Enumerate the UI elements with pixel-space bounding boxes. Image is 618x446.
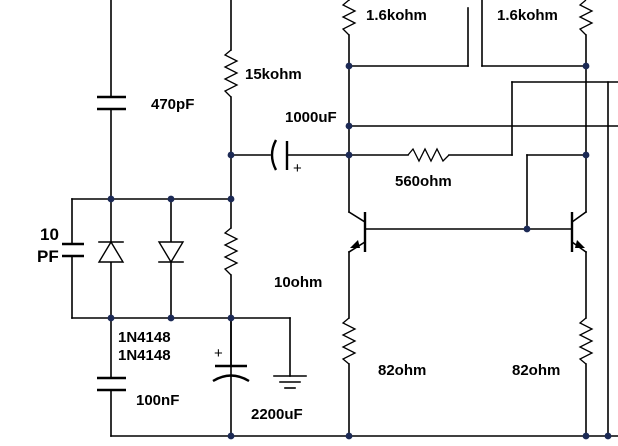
- right-collector-rail: [481, 0, 594, 213]
- label-100nf: 100nF: [136, 392, 179, 409]
- resistor-15kohm: [223, 49, 239, 98]
- label-82ohm-left: 82ohm: [378, 362, 426, 379]
- diode-1n4148-b: [157, 198, 185, 319]
- capacitor-470pf: [97, 95, 126, 111]
- label-470pf: 470pF: [151, 96, 194, 113]
- label-1k6-right: 1.6kohm: [497, 7, 558, 24]
- transistor-right: [570, 210, 588, 319]
- resistor-560ohm: [407, 147, 450, 163]
- capacitor-1000uf: [230, 139, 409, 171]
- transistor-left: [347, 210, 367, 319]
- label-15kohm: 15kohm: [245, 66, 302, 83]
- left-collector-rail: [341, 0, 618, 213]
- label-plus-1000uf: +: [293, 160, 302, 177]
- label-1n4148-b: 1N4148: [118, 347, 171, 364]
- resistor-82ohm-right: [578, 317, 594, 365]
- label-10ohm: 10ohm: [274, 274, 322, 291]
- resistor-10ohm: [223, 227, 239, 276]
- label-1k6-left: 1.6kohm: [366, 7, 427, 24]
- label-2200uf: 2200uF: [251, 406, 303, 423]
- capacitor-2200uf: [212, 317, 250, 383]
- label-1n4148-a: 1N4148: [118, 329, 171, 346]
- label-560ohm: 560ohm: [395, 173, 452, 190]
- ground-symbol: [273, 317, 307, 389]
- label-82ohm-right: 82ohm: [512, 362, 560, 379]
- label-1000uf: 1000uF: [285, 109, 337, 126]
- resistor-82ohm-left: [341, 317, 357, 365]
- capacitor-100nf: [97, 376, 126, 392]
- diode-1n4148-a: [97, 240, 125, 263]
- label-10pf-top: 10: [40, 225, 59, 244]
- capacitor-10pf: [62, 198, 112, 319]
- label-10pf-bottom: PF: [37, 247, 59, 266]
- resistor-1k6-right: [578, 0, 594, 36]
- resistor-1k6-left: [341, 0, 357, 36]
- label-plus-2200uf: +: [214, 345, 223, 362]
- junction-dots: [107, 62, 612, 440]
- middle-rail: [223, 0, 239, 437]
- wire-560-to-right: [448, 81, 618, 156]
